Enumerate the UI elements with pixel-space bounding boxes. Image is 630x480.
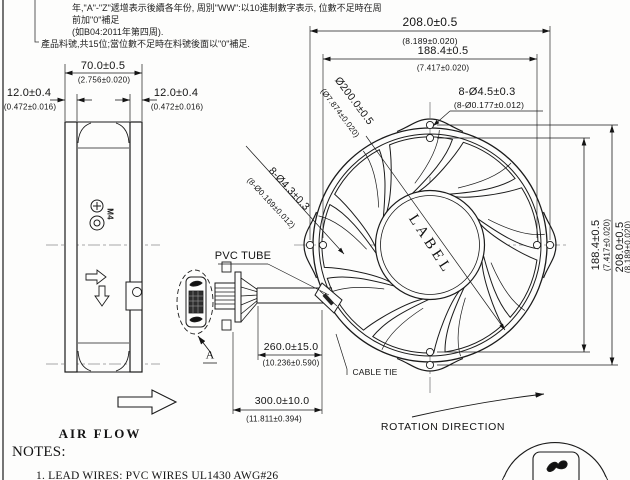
cable-tie-band <box>322 293 335 306</box>
cn-note-line2: 前加"0"補足 <box>72 15 120 25</box>
dimension-lines <box>203 26 618 418</box>
side-view <box>46 64 178 415</box>
dim-depth-in: (2.756±0.020) <box>77 75 131 85</box>
dim-hole-pitch-v-mm: 188.4±0.5 <box>590 219 602 271</box>
pvc-tube-label: PVC TUBE <box>214 250 272 262</box>
dim-tube-len-in: (10.236±0.590) <box>262 358 320 368</box>
air-flow-label: AIR FLOW <box>58 426 142 441</box>
dim-height-in: (8.189±0.020) <box>623 220 630 274</box>
dim-tube-len-mm: 260.0±15.0 <box>263 341 319 353</box>
dim-hole-pitch-mm: 188.4±0.5 <box>417 45 469 57</box>
cn-note-line3: (如B04:2011年第四周). <box>72 27 164 37</box>
dim-wire-len-in: (11.811±0.394) <box>246 414 302 424</box>
dim-flange-left-mm: 12.0±0.4 <box>6 87 52 99</box>
label-detail-view <box>501 442 609 480</box>
cn-note-line1: 年,"A"-"Z"遞增表示後續各年份, 周別"WW":以10進制數字表示, 位數… <box>72 3 382 13</box>
notes-title: NOTES: <box>12 444 66 460</box>
connector-detail <box>176 261 259 354</box>
dim-flange-right-mm: 12.0±0.4 <box>153 87 199 99</box>
notes-line1: 1. LEAD WIRES: PVC WIRES UL1430 AWG#26 <box>36 470 279 480</box>
cn-note-line4: 產品料號,共15位;當位數不足時在料號後面以"0"補足. <box>41 39 250 49</box>
hub <box>374 189 486 301</box>
front-view-fan: LABEL <box>298 111 562 372</box>
air-flow-arrow <box>117 389 178 415</box>
dim-depth-mm: 70.0±0.5 <box>80 60 126 72</box>
cable-tie-label: CABLE TIE <box>352 367 398 377</box>
rotation-direction-label: ROTATION DIRECTION <box>380 421 506 433</box>
ground-terminal-label: M4 <box>105 208 115 220</box>
dim-width-in: (8.189±0.020) <box>402 36 458 46</box>
front-holes-mm: 8-Ø4.5±0.3 <box>458 86 516 98</box>
dim-flange-left-in: (0.472±0.016) <box>3 102 57 112</box>
dim-flange-right-in: (0.472±0.016) <box>150 102 204 112</box>
dim-hole-pitch-in: (7.417±0.020) <box>416 63 470 73</box>
dim-width-mm: 208.0±0.5 <box>402 15 458 29</box>
ribbon-icon <box>546 460 568 472</box>
mounting-holes <box>305 120 555 370</box>
rotation-arc <box>411 392 545 418</box>
detail-a-label: A <box>205 347 215 362</box>
dim-wire-len-mm: 300.0±10.0 <box>254 395 310 407</box>
pvc-tube <box>256 282 343 314</box>
dim-hole-pitch-v-in: (7.417±0.020) <box>602 218 612 272</box>
front-holes-in: (8-Ø0.177±0.012) <box>453 100 525 110</box>
